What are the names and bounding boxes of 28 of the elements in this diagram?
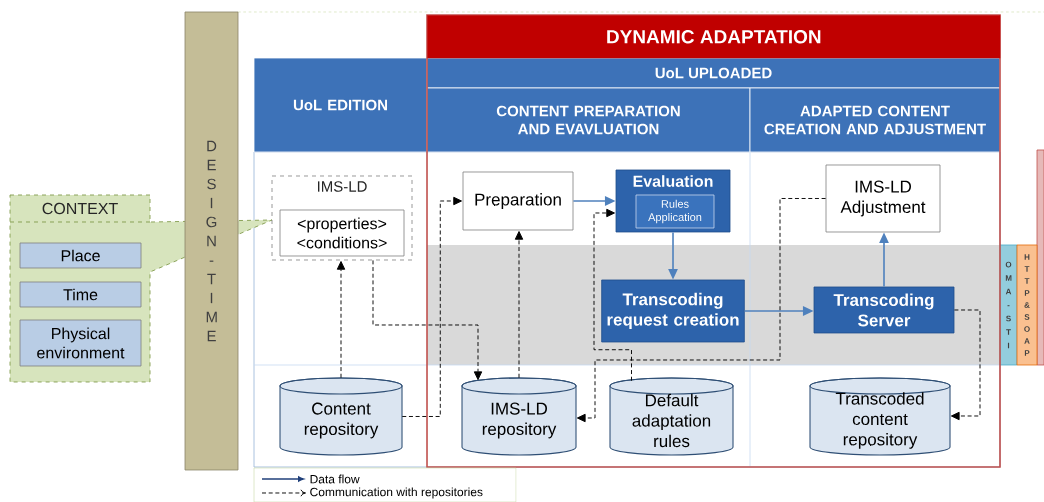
inner-box: Rules Application [635,194,715,229]
legend-text: Data flow [310,474,360,484]
arrow [336,261,346,379]
side-band: DESIGN-TIME [184,11,239,471]
repository-cylinder: Default adaptation rules [609,377,734,456]
repository-cylinder: IMS-LD repository [461,377,577,456]
arrow [950,309,981,421]
context-item: Place [19,242,142,269]
process-box: Transcoding Server [813,286,955,334]
header-cell: ADAPTED CONTENT CREATION AND ADJUSTMENT [749,87,1001,153]
header-cell: CONTENT PREPARATION AND EVAVLUATION [426,87,751,153]
arrow [593,208,632,382]
arrow [401,196,462,417]
legend-text: Communication with repositories [310,487,483,499]
process-box: Preparation [462,171,574,231]
context-item: Physical environment [19,319,142,367]
header-cell: UoL EDITION [253,57,428,153]
repository-cylinder: Content repository [279,377,403,456]
arrow [514,231,524,379]
arrow [372,259,483,381]
protocol-band: HTTP&SOAP [1016,244,1038,366]
repository-cylinder: Transcoded content repository [809,377,951,456]
process-box: Transcoding request creation [601,279,745,343]
process-box: IMS-LD Adjustment [825,164,941,233]
context-item: Time [19,281,142,308]
text-box: <properties> <conditions> [279,209,405,257]
header-band: UoL UPLOADED [426,57,1001,89]
arrow [576,198,827,423]
